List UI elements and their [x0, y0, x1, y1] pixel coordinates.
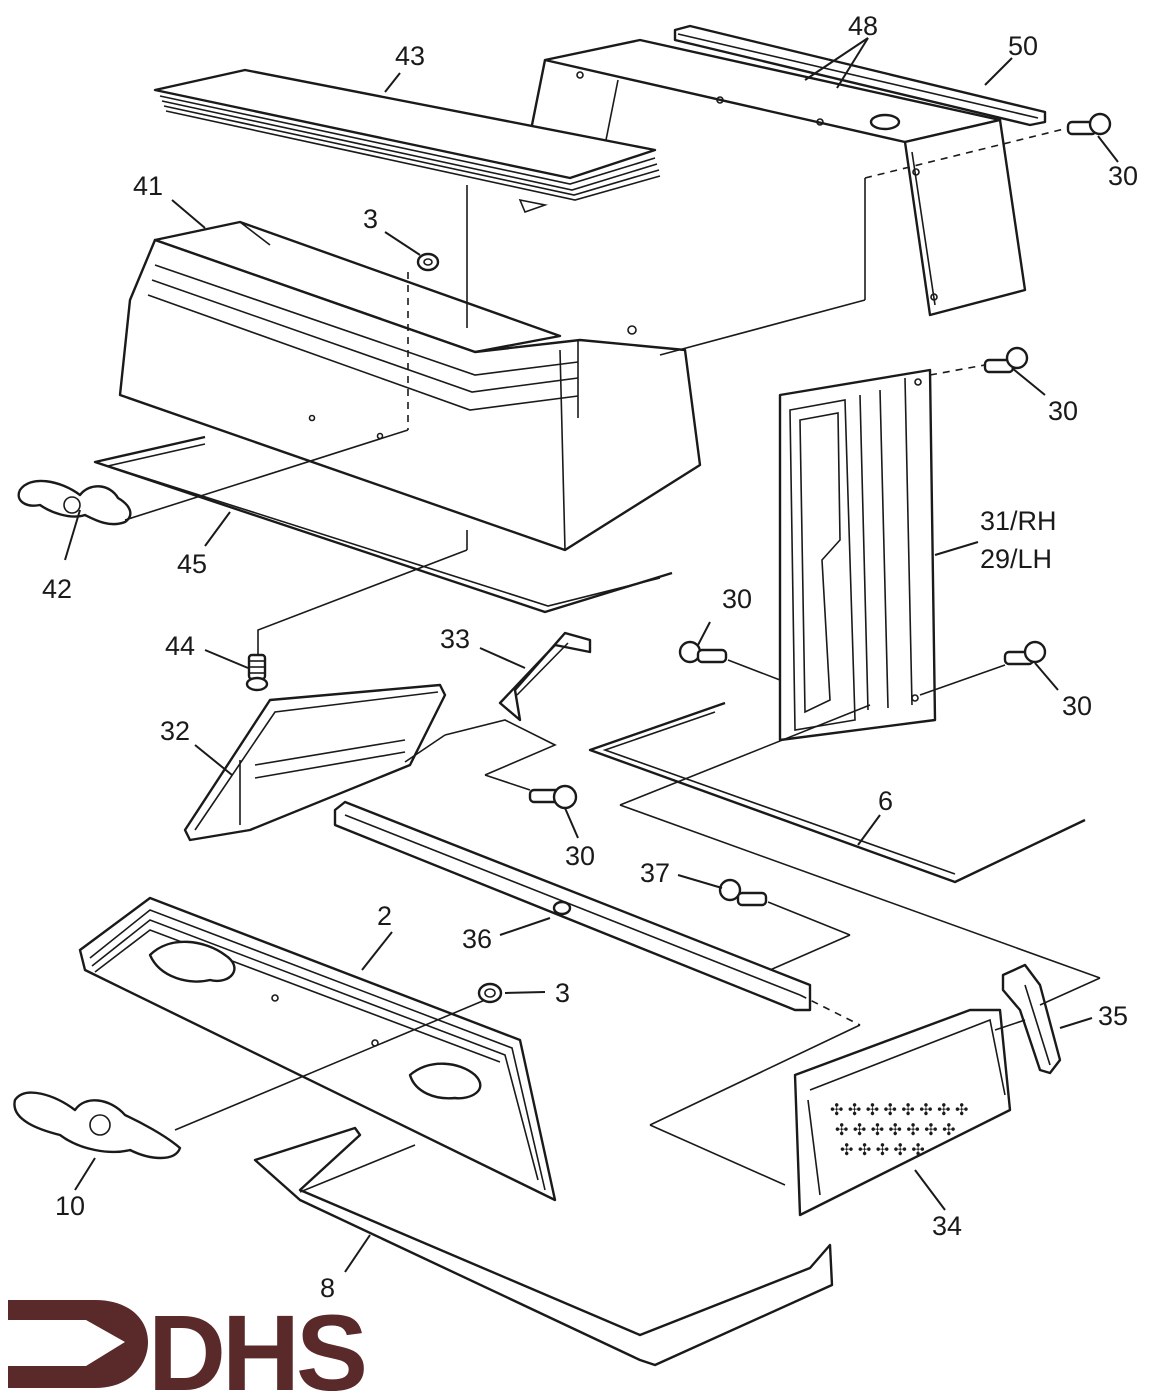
- callout-43: 43: [395, 41, 425, 71]
- part-3-grommet-bottom: [477, 982, 503, 1004]
- callout-labels: 48 50 30 43 41 3 30 31/RH 29/LH 42 45 30…: [42, 11, 1138, 1303]
- callout-42: 42: [42, 574, 72, 604]
- callout-30-lower-right: 30: [1062, 691, 1092, 721]
- callout-36: 36: [462, 924, 492, 954]
- part-48-top-cover: [528, 38, 1027, 317]
- callout-10: 10: [55, 1191, 85, 1221]
- screw-30-lower-left: [678, 640, 728, 664]
- part-6-frame-rail: [588, 701, 1086, 884]
- callout-32: 32: [160, 716, 190, 746]
- svg-text:✣ ✣ ✣ ✣ ✣ ✣ ✣ ✣: ✣ ✣ ✣ ✣ ✣ ✣ ✣ ✣: [830, 1102, 968, 1119]
- part-8-bottom-tray: [253, 1126, 834, 1367]
- screw-30-lower-right: [1003, 640, 1047, 666]
- part-41-base-body: [118, 220, 702, 552]
- part-44-screw: [245, 653, 269, 692]
- callout-41: 41: [133, 171, 163, 201]
- part-42-ornament: [17, 479, 132, 526]
- callout-30-center: 30: [565, 841, 595, 871]
- callout-3-top: 3: [363, 204, 378, 234]
- callout-34: 34: [932, 1211, 962, 1241]
- callout-30-mid-right: 30: [1048, 396, 1078, 426]
- screw-37: [718, 878, 768, 907]
- part-2-front-panel: [78, 896, 557, 1202]
- callout-48: 48: [848, 11, 878, 41]
- logo-text: DHS: [148, 1292, 364, 1398]
- callout-37: 37: [640, 858, 670, 888]
- part-34-grille-panel: ✣ ✣ ✣ ✣ ✣ ✣ ✣ ✣ ✣ ✣ ✣ ✣ ✣ ✣ ✣ ✣ ✣ ✣ ✣ ✣: [793, 1008, 1012, 1217]
- callout-30-top: 30: [1108, 161, 1138, 191]
- svg-text:✣ ✣ ✣ ✣ ✣: ✣ ✣ ✣ ✣ ✣: [840, 1142, 925, 1159]
- callout-31-rh: 31/RH: [980, 506, 1057, 536]
- grille-holes: ✣ ✣ ✣ ✣ ✣ ✣ ✣ ✣ ✣ ✣ ✣ ✣ ✣ ✣ ✣ ✣ ✣ ✣ ✣ ✣: [830, 1102, 968, 1159]
- part-35-bracket: [1001, 963, 1062, 1075]
- screw-30-top: [1066, 112, 1112, 136]
- callout-30-lower-left: 30: [722, 584, 752, 614]
- part-10-ornament: [13, 1091, 182, 1160]
- callout-44: 44: [165, 631, 195, 661]
- part-50-top-rail: [673, 24, 1047, 127]
- part-43-top-trim: [153, 68, 661, 214]
- screw-30-mid-right: [983, 346, 1029, 374]
- callout-6: 6: [878, 786, 893, 816]
- logo-arrow-mark: [8, 1300, 148, 1388]
- part-45-base-gasket: [93, 435, 673, 614]
- callout-2: 2: [377, 901, 392, 931]
- part-31-29-side-bracket: [778, 368, 937, 742]
- callout-45: 45: [177, 549, 207, 579]
- part-36-front-rail: [333, 800, 812, 1012]
- assembly-lines: [124, 127, 1101, 1186]
- callout-3-bottom: 3: [555, 978, 570, 1008]
- callout-8: 8: [320, 1273, 335, 1303]
- callout-35: 35: [1098, 1001, 1128, 1031]
- callout-50: 50: [1008, 31, 1038, 61]
- svg-text:✣ ✣ ✣ ✣ ✣ ✣ ✣: ✣ ✣ ✣ ✣ ✣ ✣ ✣: [835, 1122, 956, 1139]
- callout-33: 33: [440, 624, 470, 654]
- part-32-side-frame: [183, 683, 447, 842]
- screw-30-center: [528, 784, 578, 810]
- callout-leaders: [64, 37, 1119, 1273]
- part-3-grommet-top: [416, 252, 440, 272]
- callout-29-lh: 29/LH: [980, 544, 1052, 574]
- part-33-bracket: [498, 631, 592, 722]
- dhs-logo: DHS: [8, 1292, 368, 1398]
